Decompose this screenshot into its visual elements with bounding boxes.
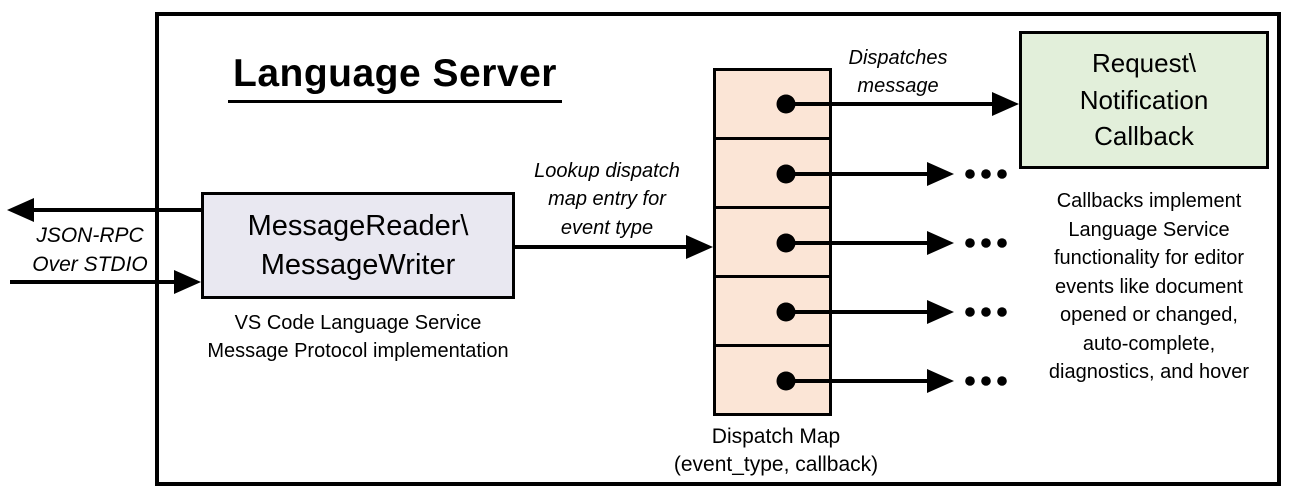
message-reader-writer-label: MessageReader\ MessageWriter <box>247 210 469 281</box>
lookup-dispatch-label: Lookup dispatch map entry for event type <box>534 160 680 239</box>
dispatch-map-cell <box>716 140 829 209</box>
dispatches-message-label: Dispatches message <box>848 47 948 98</box>
diagram-title: Language Server <box>228 52 562 103</box>
dispatch-map-cell <box>716 347 829 413</box>
dispatch-map-cell <box>716 71 829 140</box>
dispatch-map <box>713 68 832 416</box>
jsonrpc-stdio-label: JSON-RPC Over STDIO <box>32 224 148 276</box>
message-reader-caption: VS Code Language Service Message Protoco… <box>207 312 509 363</box>
request-notification-callback-label: Request\ Notification Callback <box>1079 47 1209 152</box>
language-server-container <box>155 12 1281 486</box>
page-title: Language Server <box>155 52 635 103</box>
arrow-left-icon <box>7 198 34 222</box>
dispatch-map-cell <box>716 278 829 347</box>
message-reader-writer-box: MessageReader\ MessageWriter <box>201 192 515 299</box>
dispatch-map-caption: Dispatch Map (event_type, callback) <box>673 425 879 477</box>
callbacks-description: Callbacks implement Language Service fun… <box>1048 190 1250 383</box>
dispatch-map-cell <box>716 209 829 278</box>
request-notification-callback-box: Request\ Notification Callback <box>1019 31 1269 169</box>
